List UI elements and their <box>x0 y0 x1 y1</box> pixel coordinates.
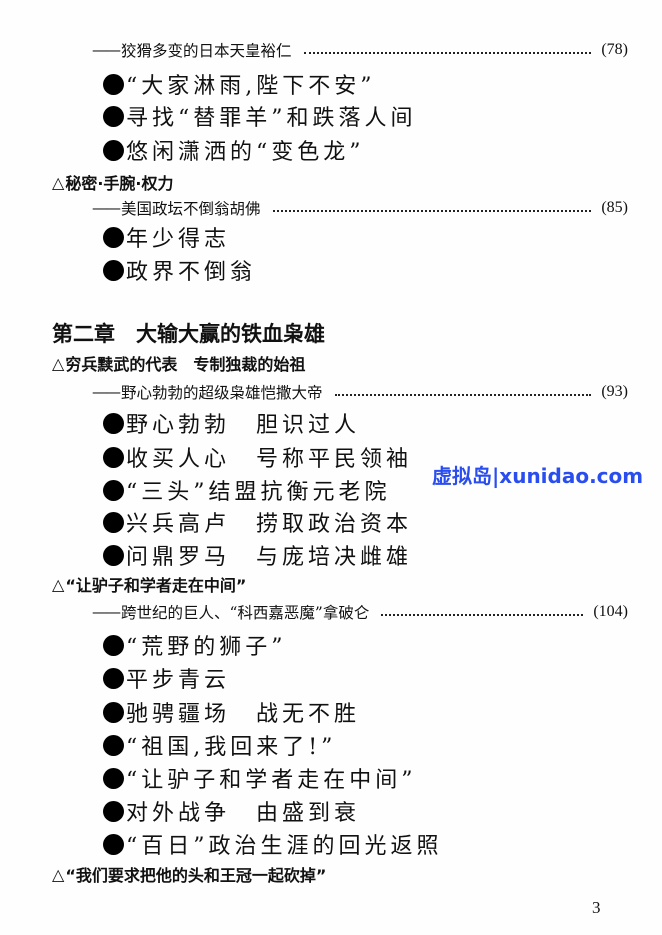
bullet-text: 驰骋疆场 战无不胜 <box>126 702 361 727</box>
page-number: 3 <box>592 898 601 917</box>
section-title: 秘密·手腕·权力 <box>65 174 174 193</box>
bullet-text: 年少得志 <box>126 227 231 252</box>
bullet-icon <box>103 511 124 533</box>
bullet-icon <box>103 259 124 281</box>
bullet-text: 野心勃勃 胆识过人 <box>126 413 361 438</box>
bullet-text: 悠闲潇洒的“变色龙” <box>126 140 365 165</box>
bullet-text: “荒野的狮子” <box>126 635 287 660</box>
toc-bullet-item: 驰骋疆场 战无不胜 <box>103 697 360 727</box>
dash: —— <box>92 383 121 401</box>
bullet-text: 寻找“替罪羊”和跌落人间 <box>126 106 417 131</box>
bullet-icon <box>103 412 124 434</box>
bullet-text: “大家淋雨,陛下不安” <box>126 74 376 99</box>
bullet-icon <box>103 226 124 248</box>
bullet-text: “三头”结盟抗衡元老院 <box>126 480 391 505</box>
bullet-text: “祖国,我回来了!” <box>126 735 337 760</box>
toc-section-heading: △“我们要求把他的头和王冠一起砍掉” <box>52 862 326 886</box>
bullet-icon <box>103 634 124 656</box>
bullet-icon <box>103 701 124 723</box>
bullet-icon <box>103 446 124 468</box>
dash: —— <box>92 603 121 621</box>
section-title: “我们要求把他的头和王冠一起砍掉” <box>65 866 327 885</box>
toc-subtitle-entry: ——野心勃勃的超级枭雄恺撒大帝 (93) <box>92 381 628 403</box>
bullet-icon <box>103 667 124 689</box>
triangle-icon: △ <box>52 353 65 373</box>
toc-bullet-item: 平步青云 <box>103 663 230 693</box>
toc-subtitle-entry: ——狡猾多变的日本天皇裕仁 (78) <box>92 39 628 61</box>
bullet-icon <box>103 734 124 756</box>
section-title: “让驴子和学者走在中间” <box>65 576 247 595</box>
toc-bullet-item: 野心勃勃 胆识过人 <box>103 408 360 438</box>
dot-leader <box>272 210 592 212</box>
section-title: 穷兵黩武的代表 专制独裁的始祖 <box>65 355 306 374</box>
watermark: 虚拟岛|xunidao.com <box>432 464 644 488</box>
entry-title: 野心勃勃的超级枭雄恺撒大帝 <box>121 384 323 402</box>
triangle-icon: △ <box>52 172 65 192</box>
toc-section-heading: △“让驴子和学者走在中间” <box>52 572 246 596</box>
toc-bullet-item: 寻找“替罪羊”和跌落人间 <box>103 101 417 131</box>
toc-bullet-item: 对外战争 由盛到衰 <box>103 796 360 826</box>
bullet-icon <box>103 800 124 822</box>
bullet-text: 平步青云 <box>126 668 231 693</box>
bullet-icon <box>103 544 124 566</box>
dash: —— <box>92 199 121 217</box>
bullet-text: 收买人心 号称平民领袖 <box>126 447 413 472</box>
bullet-icon <box>103 479 124 501</box>
dot-leader <box>334 394 592 396</box>
toc-bullet-item: 年少得志 <box>103 222 230 252</box>
entry-page-number: (78) <box>601 41 628 58</box>
bullet-icon <box>103 139 124 161</box>
bullet-icon <box>103 105 124 127</box>
triangle-icon: △ <box>52 864 65 884</box>
toc-bullet-item: “祖国,我回来了!” <box>103 730 336 760</box>
toc-bullet-item: 兴兵高卢 捞取政治资本 <box>103 507 412 537</box>
entry-page-number: (85) <box>601 199 628 216</box>
entry-title: 跨世纪的巨人、“科西嘉恶魔”拿破仑 <box>121 604 370 622</box>
toc-section-heading: △秘密·手腕·权力 <box>52 170 173 194</box>
toc-bullet-item: 问鼎罗马 与庞培决雌雄 <box>103 540 412 570</box>
bullet-text: 对外战争 由盛到衰 <box>126 801 361 826</box>
chapter-title: 第二章 大输大赢的铁血枭雄 <box>52 322 325 346</box>
bullet-text: 政界不倒翁 <box>126 260 257 285</box>
bullet-text: 问鼎罗马 与庞培决雌雄 <box>126 545 413 570</box>
toc-bullet-item: 收买人心 号称平民领袖 <box>103 442 412 472</box>
bullet-icon <box>103 73 124 95</box>
toc-bullet-item: “三头”结盟抗衡元老院 <box>103 475 391 505</box>
bullet-icon <box>103 833 124 855</box>
bullet-text: 兴兵高卢 捞取政治资本 <box>126 512 413 537</box>
toc-bullet-item: “大家淋雨,陛下不安” <box>103 69 376 99</box>
triangle-icon: △ <box>52 574 65 594</box>
bullet-text: “让驴子和学者走在中间” <box>126 768 417 793</box>
dot-leader <box>303 52 592 54</box>
bullet-text: “百日”政治生涯的回光返照 <box>126 834 443 859</box>
toc-bullet-item: “荒野的狮子” <box>103 630 287 660</box>
toc-bullet-item: “百日”政治生涯的回光返照 <box>103 829 443 859</box>
toc-bullet-item: 政界不倒翁 <box>103 255 256 285</box>
entry-page-number: (104) <box>593 603 628 620</box>
entry-title: 美国政坛不倒翁胡佛 <box>121 200 261 218</box>
bullet-icon <box>103 767 124 789</box>
dot-leader <box>381 614 584 616</box>
toc-subtitle-entry: ——跨世纪的巨人、“科西嘉恶魔”拿破仑 (104) <box>92 601 628 623</box>
toc-bullet-item: 悠闲潇洒的“变色龙” <box>103 135 365 165</box>
dash: —— <box>92 41 121 59</box>
toc-subtitle-entry: ——美国政坛不倒翁胡佛 (85) <box>92 197 628 219</box>
entry-title: 狡猾多变的日本天皇裕仁 <box>121 42 292 60</box>
entry-page-number: (93) <box>601 383 628 400</box>
toc-section-heading: △穷兵黩武的代表 专制独裁的始祖 <box>52 351 305 375</box>
toc-bullet-item: “让驴子和学者走在中间” <box>103 763 417 793</box>
